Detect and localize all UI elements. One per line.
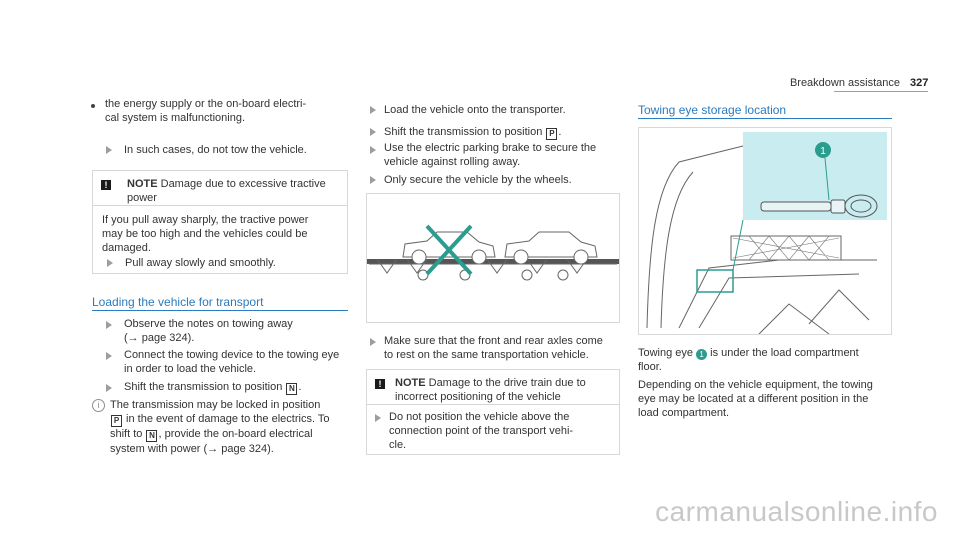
transport-illustration bbox=[366, 193, 620, 323]
step-text: Observe the notes on towing away (→ page… bbox=[124, 318, 293, 344]
step-text: Use the electric parking brake to secure… bbox=[384, 142, 597, 168]
step-text: Make sure that the front and rear axles … bbox=[384, 335, 603, 361]
section-rule bbox=[92, 310, 348, 311]
step-text: Connect the towing device to the towing … bbox=[124, 349, 340, 375]
step-arrow-icon bbox=[375, 414, 381, 422]
step-arrow-icon bbox=[370, 128, 376, 136]
step-text: In such cases, do not tow the vehicle. bbox=[124, 144, 307, 156]
watermark: carmanualsonline.info bbox=[655, 496, 938, 527]
notice-label: NOTE bbox=[127, 178, 158, 190]
step-arrow-icon bbox=[370, 338, 376, 346]
callout-1-icon: 1 bbox=[696, 349, 708, 360]
step-arrow-icon bbox=[106, 146, 112, 154]
step-text-part: . bbox=[558, 126, 562, 138]
header-rule bbox=[834, 91, 928, 92]
step-text: Only secure the vehicle by the wheels. bbox=[384, 174, 572, 186]
step-arrow-icon bbox=[106, 321, 112, 329]
car-transporter-drawing bbox=[367, 224, 619, 281]
notice-header bbox=[93, 171, 347, 206]
step-arrow-icon bbox=[107, 259, 113, 267]
info-line: system with power (→ page 324). bbox=[110, 443, 274, 455]
paragraph-part: Towing eye bbox=[638, 347, 697, 359]
info-line: shift to N, provide the on-board electri… bbox=[110, 427, 350, 442]
load-compartment-drawing: 1 bbox=[646, 132, 887, 334]
page-number: 327 bbox=[910, 77, 929, 89]
step-text: Shift the transmission to position N. bbox=[124, 380, 348, 395]
step-text-part: . bbox=[298, 381, 302, 393]
warning-exclamation-icon: ! bbox=[101, 180, 111, 190]
towing-eye-paragraph: Towing eye 1 is under the load compartme… bbox=[638, 346, 892, 374]
gear-p-icon: P bbox=[111, 415, 122, 427]
section-title-towing-eye: Towing eye storage location bbox=[638, 103, 787, 117]
step-text-part: Shift the transmission to position bbox=[124, 381, 286, 393]
towing-eye-illustration: 1 bbox=[638, 127, 892, 335]
gear-p-icon: P bbox=[546, 128, 558, 140]
notice-box: ! NOTE Damage to the drive train due to … bbox=[366, 369, 620, 455]
step-arrow-icon bbox=[106, 352, 112, 360]
section-rule bbox=[638, 118, 892, 119]
info-line: The transmission may be locked in positi… bbox=[110, 399, 321, 411]
step-text: Shift the transmission to position P. bbox=[384, 125, 624, 140]
info-icon: i bbox=[92, 399, 105, 412]
notice-heading: NOTE Damage to the drive train due to in… bbox=[395, 376, 615, 404]
notice-box: ! NOTE Damage due to excessive tractive … bbox=[92, 170, 348, 274]
running-header-title: Breakdown assistance bbox=[789, 77, 900, 89]
step-arrow-icon bbox=[370, 106, 376, 114]
step-text: Load the vehicle onto the transporter. bbox=[384, 104, 566, 116]
notice-step: Do not position the vehicle above the co… bbox=[389, 411, 574, 451]
towing-eye-paragraph-2: Depending on the vehicle equipment, the … bbox=[638, 379, 873, 419]
info-line-part: shift to bbox=[110, 428, 146, 440]
bullet-dot bbox=[91, 104, 95, 108]
paragraph-part: is under the load compartment floor. bbox=[638, 347, 859, 373]
notice-label: NOTE bbox=[395, 377, 426, 389]
callout-number: 1 bbox=[820, 146, 826, 157]
notice-heading-text: Damage due to excessive tractive power bbox=[127, 178, 326, 204]
notice-body: If you pull away sharply, the tractive p… bbox=[102, 214, 309, 254]
info-text: The transmission may be locked in positi… bbox=[110, 398, 350, 456]
step-arrow-icon bbox=[370, 146, 376, 154]
notice-step: Pull away slowly and smoothly. bbox=[125, 257, 276, 269]
warning-exclamation-icon: ! bbox=[375, 379, 385, 389]
section-title-loading: Loading the vehicle for transport bbox=[92, 295, 264, 309]
notice-header bbox=[367, 370, 619, 405]
step-arrow-icon bbox=[106, 384, 112, 392]
gear-n-icon: N bbox=[146, 430, 158, 442]
info-line-part: in the event of damage to the electrics.… bbox=[123, 413, 330, 425]
bullet-text: the energy supply or the on-board electr… bbox=[105, 98, 307, 124]
gear-n-icon: N bbox=[286, 383, 298, 395]
step-text-part: Shift the transmission to position bbox=[384, 126, 546, 138]
step-arrow-icon bbox=[370, 176, 376, 184]
notice-heading: NOTE Damage due to excessive tractive po… bbox=[127, 177, 337, 205]
info-line-part: , provide the on-board electrical bbox=[158, 428, 313, 440]
notice-heading-text: Damage to the drive train due to incorre… bbox=[395, 377, 586, 403]
info-line: P in the event of damage to the electric… bbox=[110, 412, 350, 427]
